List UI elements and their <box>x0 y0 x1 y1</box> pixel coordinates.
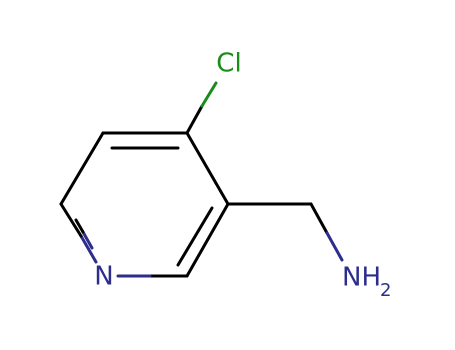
bond-n-c6-carbon-half <box>59 202 83 238</box>
chlorine-label: Cl <box>216 49 241 79</box>
bond-c3-c2 <box>185 202 230 278</box>
bond-n-c6-inner-nitrogen <box>81 230 94 250</box>
amine-label-subscript: 2 <box>380 280 391 301</box>
bond-c4-c3 <box>185 131 230 206</box>
bond-ch2-nh2-carbon-half <box>309 202 329 235</box>
bond-n-c6-inner-carbon <box>74 218 85 234</box>
bond-n-c6-nitrogen-half <box>79 234 98 264</box>
bond-c6-c5 <box>59 131 105 206</box>
ring-nitrogen-label: N <box>94 262 113 292</box>
bond-ch2-nh2-nitrogen-half <box>325 231 344 262</box>
bond-c3-c2-inner <box>176 206 214 267</box>
bond-c4-cl-chlorine-half <box>200 81 218 108</box>
amine-label: NH 2 <box>342 263 391 302</box>
ring-bonds <box>59 131 230 278</box>
bond-c4-cl-carbon-half <box>185 104 204 135</box>
amine-label-main: NH <box>342 263 381 293</box>
substituent-bonds <box>185 81 344 262</box>
